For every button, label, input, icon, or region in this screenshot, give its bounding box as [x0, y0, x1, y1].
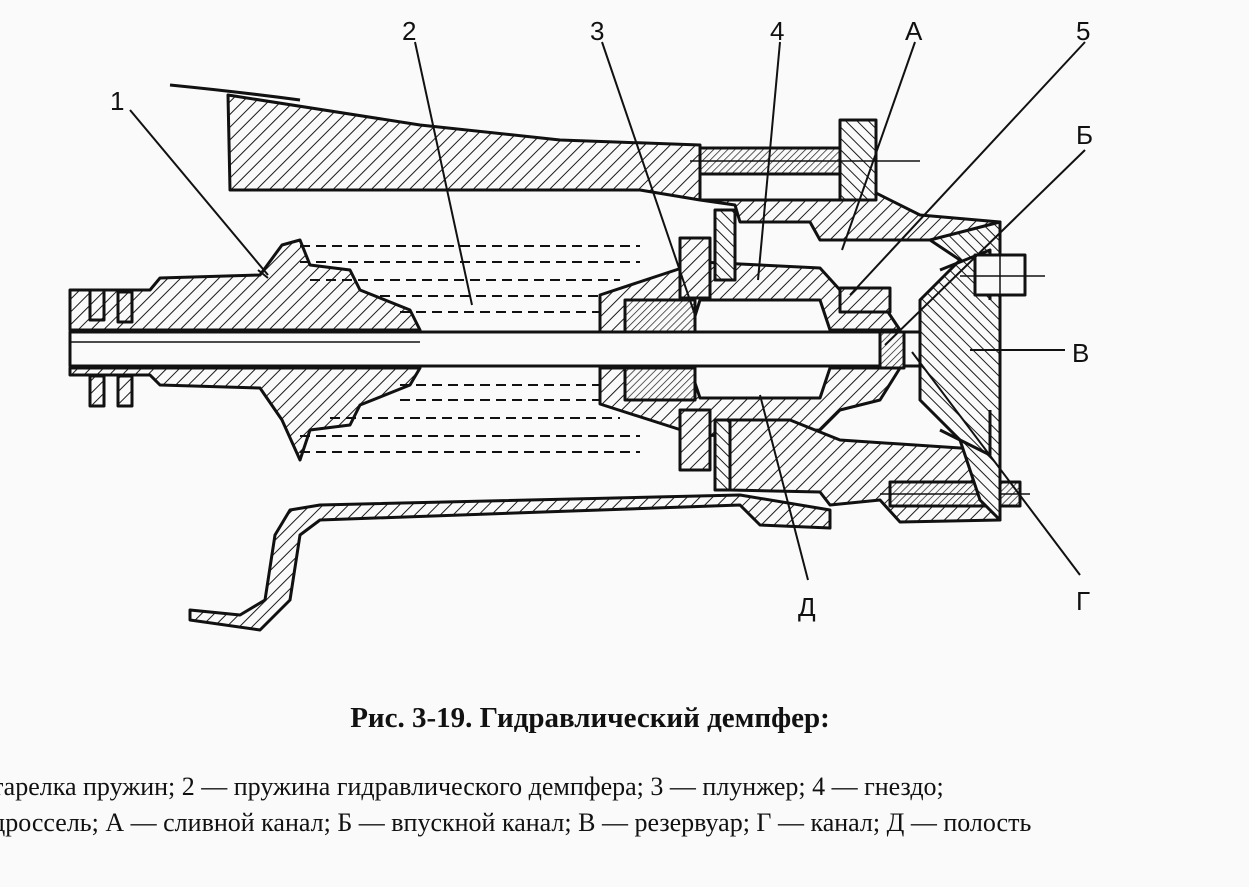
callout-5: 5 [1076, 16, 1091, 46]
callout-1: 1 [110, 86, 125, 116]
upper-housing [226, 93, 1002, 242]
bracket [188, 493, 832, 632]
shaft [68, 330, 932, 368]
callout-2: 2 [402, 16, 417, 46]
spring-cup [68, 238, 422, 332]
spring [300, 245, 640, 453]
callout-3: 3 [590, 16, 605, 46]
callout-b: Б [1076, 120, 1094, 150]
damper-drawing [68, 41, 1086, 632]
figure-caption-title: Рис. 3-19. Гидравлический демпфер: [350, 702, 830, 734]
callout-a: А [905, 16, 923, 46]
callout-4: 4 [770, 16, 785, 46]
figure-legend-line-2: дроссель; А — сливной канал; Б — впускно… [0, 808, 1032, 837]
callout-g: Г [1076, 586, 1091, 616]
callout-v: В [1072, 338, 1090, 368]
callout-d: Д [798, 592, 816, 622]
figure-legend-line-1: тарелка пружин; 2 — пружина гидравлическ… [0, 772, 944, 801]
